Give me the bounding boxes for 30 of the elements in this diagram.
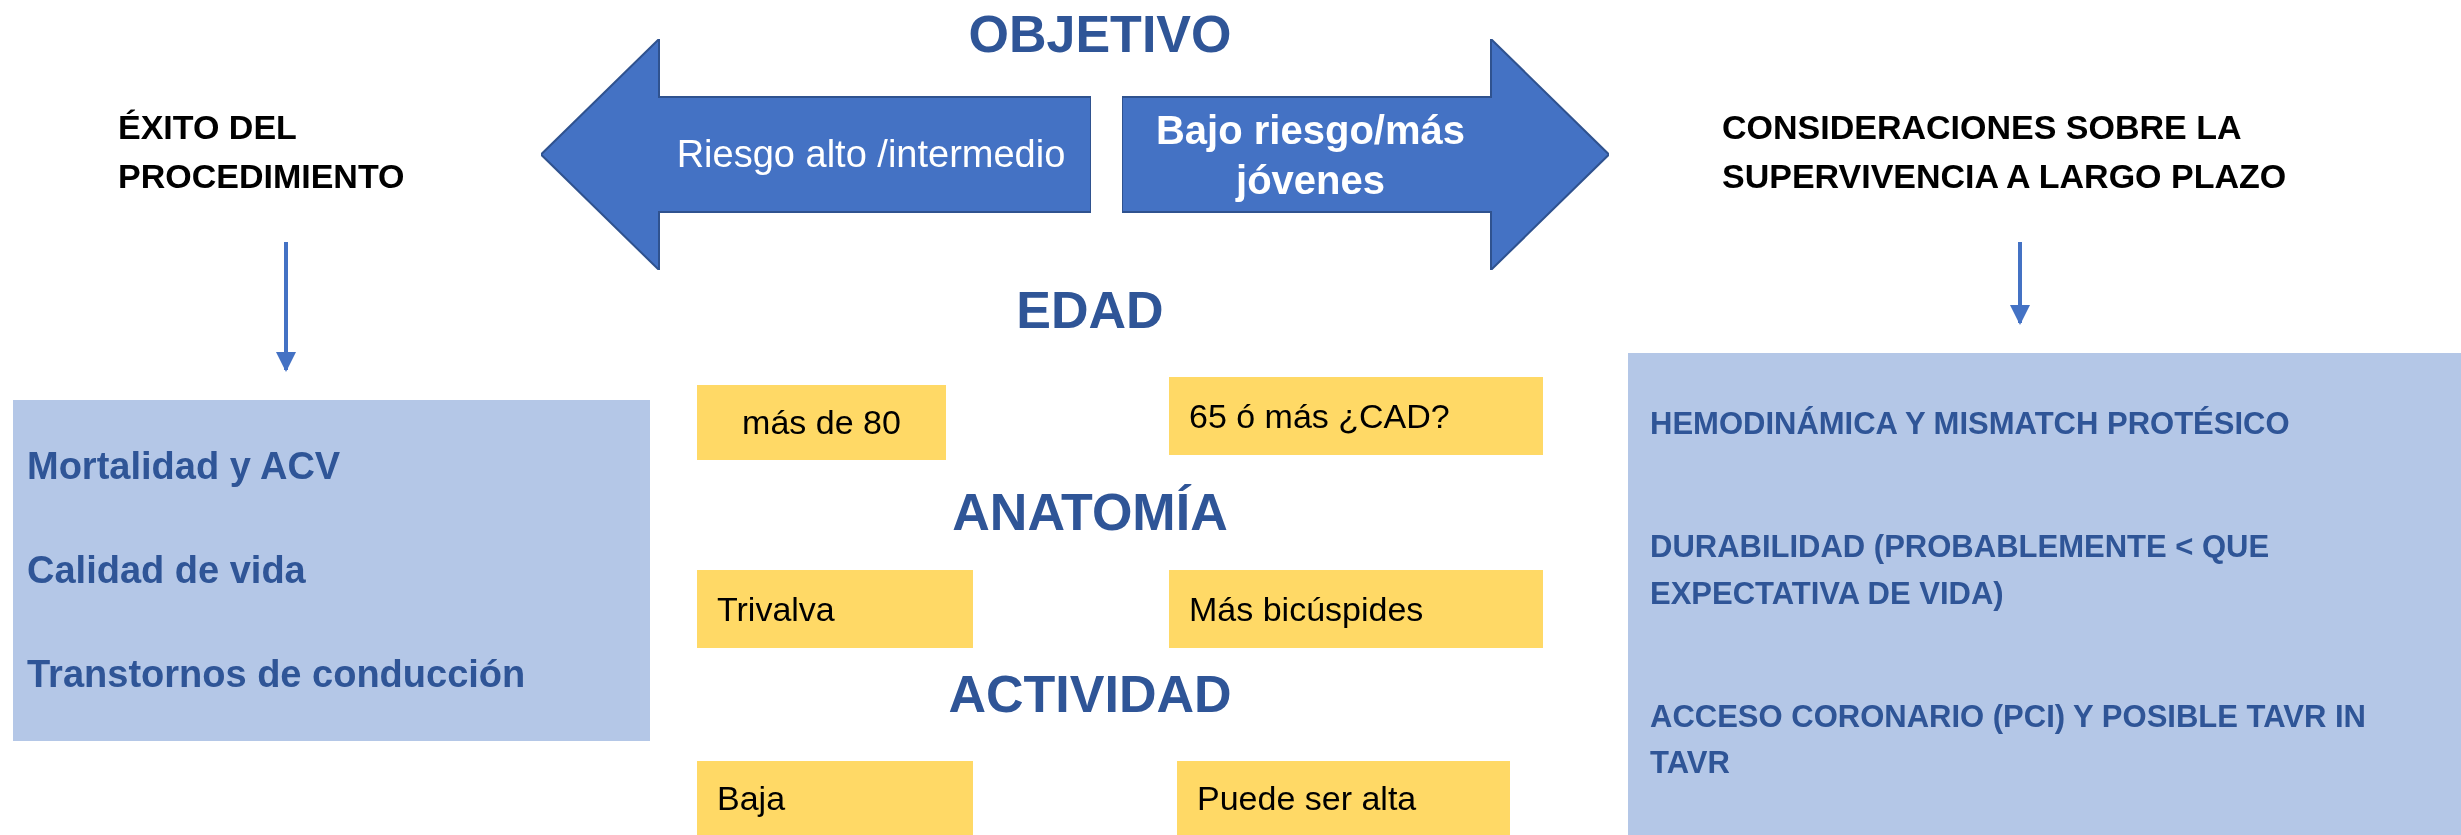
title: OBJETIVO [967, 4, 1233, 64]
category-tag [697, 570, 973, 648]
item-text: Mortalidad y ACV [27, 444, 342, 488]
item-text: más de 80 [741, 403, 902, 442]
item-text: Baja [717, 778, 787, 818]
item-text: Transtornos de conducción [27, 653, 527, 697]
item-text: DURABILIDAD (PROBABLEMENTE < QUE EXPECTATIVA DE VIDA) [1650, 528, 2271, 613]
arrow-text: Bajo riesgo/más jóvenes [1155, 106, 1466, 204]
category-tag [1169, 377, 1543, 455]
category-tag [697, 385, 946, 460]
arrow [276, 242, 296, 372]
section-heading: ACTIVIDAD [947, 664, 1233, 724]
item-text: Puede ser alta [1197, 778, 1418, 818]
item-text: ACCESO CORONARIO (PCI) Y POSIBLE TAVR IN TAVR [1650, 697, 2367, 783]
arrow [2010, 242, 2030, 325]
item-text: Más bicúspides [1189, 589, 1425, 629]
category-tag [1177, 761, 1510, 835]
item-text: Trivalva [717, 589, 836, 629]
item-text: 65 ó más ¿CAD? [1189, 396, 1451, 436]
arrow-text: Riesgo alto /intermedio [675, 131, 1067, 177]
info-panel [1628, 353, 2461, 835]
item-text: Calidad de vida [27, 549, 307, 592]
item-text: HEMODINÁMICA Y MISMATCH PROTÉSICO [1650, 405, 2291, 444]
category-tag [1169, 570, 1543, 648]
section-heading: ANATOMÍA [951, 482, 1229, 542]
category-tag [697, 761, 973, 835]
info-panel [13, 400, 650, 741]
section-heading: EDAD [1015, 280, 1165, 340]
item-text: CONSIDERACIONES SOBRE LA SUPERVIVENCIA A LARGO PLAZO [1722, 106, 2288, 197]
item-text: ÉXITO DEL PROCEDIMIENTO [118, 106, 406, 197]
